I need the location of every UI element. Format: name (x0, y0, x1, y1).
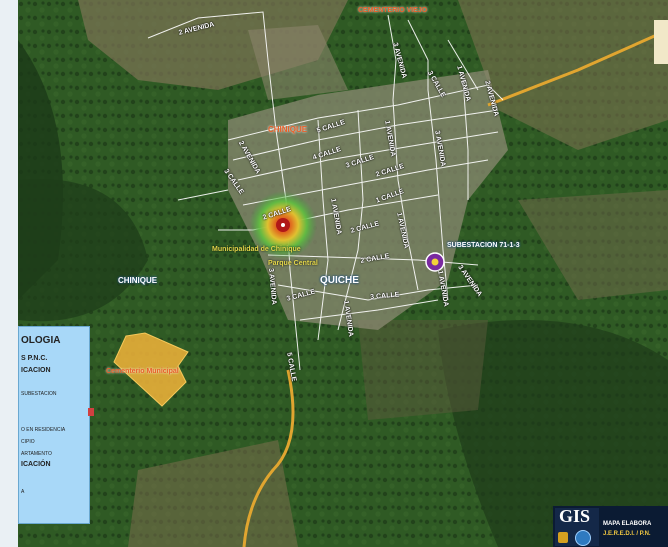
label-subestacion: SUBESTACION 71-1-3 (447, 242, 520, 249)
legend-item: A (21, 489, 25, 495)
legend-item: SUBESTACION (21, 391, 57, 397)
label-chinique-west: CHINIQUE (118, 276, 158, 285)
legend-marker (88, 408, 94, 416)
street-grid (147, 11, 504, 371)
legend-item: ARTAMENTO (21, 451, 52, 457)
legend-item: S P.N.C. (21, 355, 48, 362)
gis-logo-text: GIS (559, 506, 591, 526)
label-cementerio-viejo: CEMENTERIO VIEJO (358, 7, 428, 14)
badge-icon (558, 532, 568, 543)
label-cementerio-municipal: Cementerio Municipal (106, 368, 179, 375)
legend-item: O EN RESIDENCIA (21, 427, 66, 433)
gis-footer: GIS MAPA ELABORA J.E.R.E.D.I. / P.N. (553, 506, 668, 547)
label-municipalidad: Municipalidad de Chinique (212, 246, 301, 253)
credit-line-2: J.E.R.E.D.I. / P.N. (603, 531, 651, 537)
label-parque-central: Parque Central (268, 260, 318, 267)
label-quiche: QUICHE (320, 275, 359, 286)
legend-item: ICACIÓN (21, 461, 51, 468)
highway-south (242, 369, 295, 547)
substation-marker[interactable] (425, 252, 445, 272)
top-right-sign (654, 20, 668, 64)
highway-northeast (487, 28, 668, 107)
legend-item: CIPIO (21, 439, 35, 445)
legend-title: OLOGIA (21, 335, 61, 346)
label-chinique-town: CHINIQUE (268, 125, 308, 134)
legend-item: ICACION (21, 367, 51, 374)
legend-panel: OLOGIA S P.N.C. ICACION SUBESTACION O EN… (18, 326, 90, 524)
globe-logo (575, 530, 591, 546)
satellite-map[interactable] (18, 0, 668, 547)
cementerio-municipal-polygon[interactable] (113, 332, 189, 407)
credit-line-1: MAPA ELABORA (603, 521, 652, 527)
